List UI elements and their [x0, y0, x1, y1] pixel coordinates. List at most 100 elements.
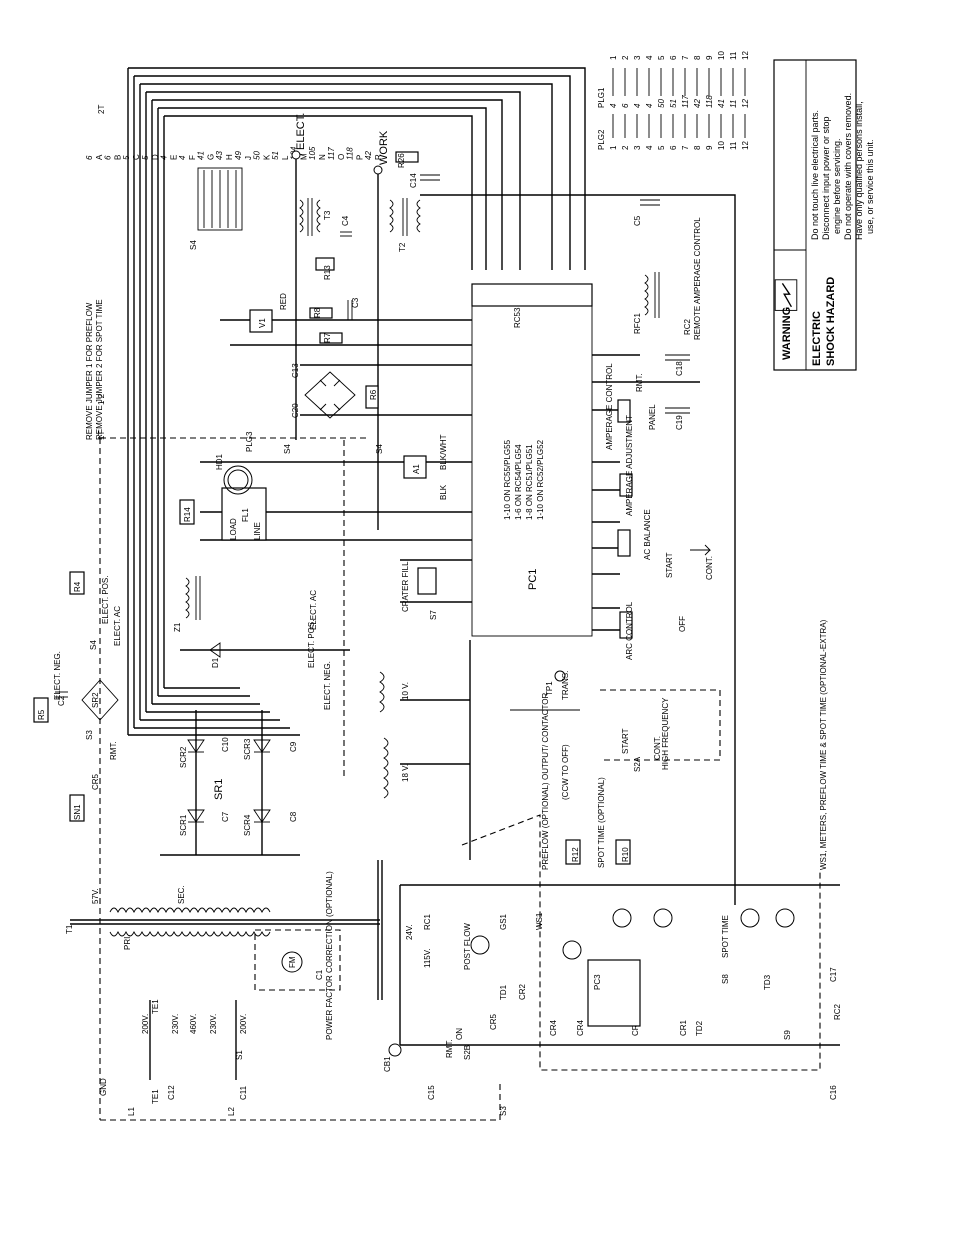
elect-ac-label-1: ELECT. AC: [113, 606, 122, 646]
c17-label: C17: [829, 967, 838, 982]
r3-pot: [617, 529, 631, 557]
rc53-label: RC53: [513, 307, 522, 328]
plug-pin-right: 2: [621, 55, 630, 60]
plug-pin-left: 4: [645, 145, 654, 150]
ccw-to-off-label: (CCW TO OFF): [561, 744, 570, 800]
plug-pin-left: 8: [693, 145, 702, 150]
jumper-note-line2: REMOVE JUMPER 2 FOR SPOT TIME: [95, 299, 104, 440]
c12-label: C12: [167, 1085, 176, 1100]
elect-label: ELECT.: [295, 113, 307, 150]
c15-label: C15: [427, 1085, 436, 1100]
plug-pin-left: 11: [729, 141, 738, 150]
rc2-label-lower: RC2: [833, 1003, 842, 1020]
cr1-label: CR1: [679, 1019, 688, 1036]
ws1-label: WS1: [535, 912, 544, 930]
ribbon-letter: O: [337, 154, 346, 160]
warning-bullet-1: Do not touch live electrical parts.: [810, 110, 820, 240]
pri-label: PRI.: [123, 934, 132, 950]
plug-wire: 11: [729, 100, 738, 108]
ribbon-letter: B: [114, 155, 123, 160]
plg3-label: PLG3: [245, 431, 254, 452]
v10-label: 10 V.: [401, 682, 410, 700]
ribbon-letter: A: [95, 154, 104, 160]
hazard-line-2: SHOCK HAZARD: [825, 277, 837, 366]
crater-fill-label: CRATER FILL: [401, 561, 410, 612]
c7-label: C7: [221, 811, 230, 822]
v1-meter: [249, 309, 273, 333]
cr2-label: CR2: [518, 983, 527, 1000]
power-factor-label: POWER FACTOR CORRECTION (OPTIONAL): [325, 871, 334, 1040]
elect-terminal: [291, 150, 301, 160]
work-label: WORK: [378, 130, 390, 165]
elect-ac-label-2: ELECT. AC: [309, 590, 318, 630]
fan-motor: [281, 951, 303, 973]
ribbon-letter: G: [207, 154, 216, 160]
c9-label: C9: [289, 741, 298, 752]
plug-pin-left: 1: [609, 145, 618, 150]
r2-arc-pot: [619, 611, 633, 639]
plug-wire: 50: [657, 99, 666, 108]
te1-label-upper: TE1: [151, 999, 160, 1014]
r14-label: R14: [183, 507, 192, 522]
rfc1-label: RFC1: [633, 313, 642, 334]
ribbon-letter: M: [300, 153, 309, 160]
r13-label: R13: [323, 265, 332, 280]
remote-amperage-label: REMOTE AMPERAGE CONTROL: [693, 217, 702, 340]
v24-label: 24V.: [405, 924, 414, 940]
l1-label: L1: [127, 1107, 136, 1116]
r13-resistor: [315, 257, 335, 271]
sense-resistors: R8 R7 C3 R6: [309, 297, 379, 409]
hazard-line-1: ELECTRIC: [811, 311, 823, 366]
scr2-label: SCR2: [179, 746, 188, 768]
warning-bullet-2: Disconnect input power or stop: [821, 116, 831, 240]
pc3-label: PC3: [593, 974, 602, 990]
ribbon-2t: 2T: [97, 105, 106, 114]
plug-wire: 41: [717, 99, 726, 108]
r2-pot: [619, 473, 633, 497]
ws1-note: WS1, METERS, PREFLOW TIME & SPOT TIME (O…: [819, 619, 828, 870]
start-label-1: START: [665, 552, 674, 578]
sn1-label: SN1: [73, 804, 82, 820]
l2-label: L2: [227, 1107, 236, 1116]
r7-label: R7: [323, 332, 332, 343]
post-flow-timer: [470, 935, 490, 955]
t1-transformer: T1 57V. SEC. PRI. 24V. 115V. FM C1 POWER…: [65, 860, 432, 1040]
plug-wire: 42: [693, 99, 702, 108]
ribbon-number: 6: [85, 155, 94, 160]
c18-label: C18: [675, 361, 684, 376]
elect-pos-label-2: ELECT. POS.: [307, 620, 316, 668]
ribbon-number: 51: [271, 151, 280, 160]
warning-bullet-4: Do not operate with covers removed.: [843, 93, 853, 240]
sr1-scr-bridge: SCR2 SCR3 SCR1 SCR4 SR1 C10 C9 C7 C8: [160, 710, 300, 856]
arc-control-block: ARC CONTROL OFF: [619, 601, 687, 660]
high-frequency-label: HIGH FREQUENCY: [661, 697, 670, 770]
input-power: TE1 TE1 200V. 230V. 460V. 230V. 200V. S1…: [99, 999, 501, 1121]
cb1-label: CB1: [383, 1056, 392, 1072]
c8-label: C8: [289, 811, 298, 822]
cr2-coil: [740, 908, 760, 928]
plug-wire: 6: [621, 103, 630, 108]
ac-balance-block: AC BALANCE START CONT.: [617, 509, 714, 580]
cr3-coil: [653, 908, 673, 928]
ribbon-letter: L: [281, 155, 290, 160]
plug-pin-right: 11: [729, 51, 738, 60]
sr2-bridge: SR2 R5 C2: [33, 679, 119, 723]
v18-label: 18 V.: [401, 764, 410, 782]
a1-meter: [403, 455, 427, 479]
meters: A1 BLK/WHT BLK V1 RED: [249, 293, 448, 500]
s1-label: S1: [235, 1050, 244, 1060]
s7-switch: [417, 567, 437, 595]
v230-label-b: 230V.: [209, 1014, 218, 1034]
s7-label: S7: [429, 610, 438, 620]
preflow-label: PREFLOW (OPTIONAL): [541, 782, 550, 870]
pc1-legend-line: 1-10 ON RC55/PLG55: [503, 439, 512, 520]
plug-pin-right: 3: [633, 55, 642, 60]
c13-label: C13: [291, 363, 300, 378]
output-selector: R4 Z1 ELECT. POS. ELECT. AC ELECT. NEG. …: [53, 571, 350, 710]
cr5-label-lower: CR5: [489, 1013, 498, 1030]
te1-label-lower: TE1: [151, 1089, 160, 1104]
warning-bullet-5: Have only qualified persons install,: [854, 101, 864, 240]
red-label: RED: [279, 293, 288, 310]
plug-pin-left: 6: [669, 145, 678, 150]
